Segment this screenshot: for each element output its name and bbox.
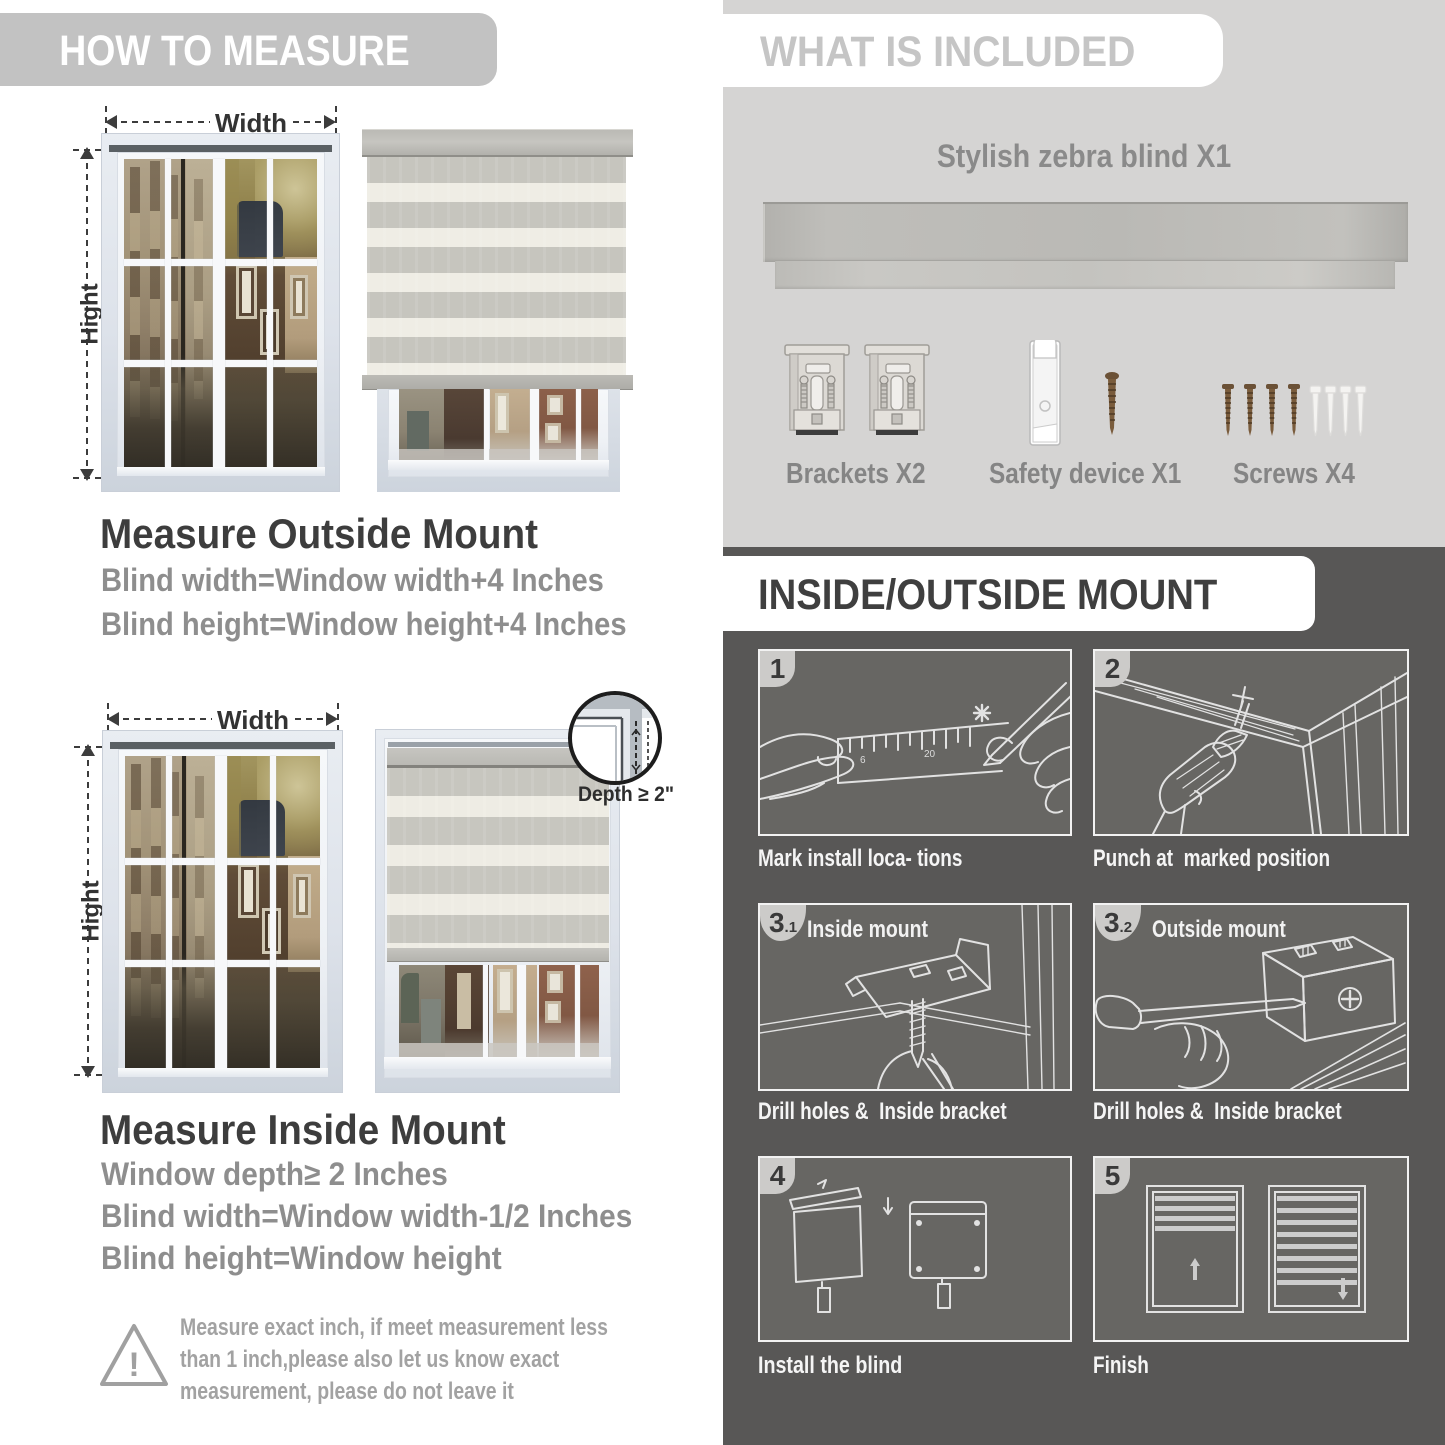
svg-text:6: 6 bbox=[860, 755, 866, 766]
svg-text:20: 20 bbox=[924, 749, 936, 760]
svg-text:!: ! bbox=[128, 1346, 139, 1384]
